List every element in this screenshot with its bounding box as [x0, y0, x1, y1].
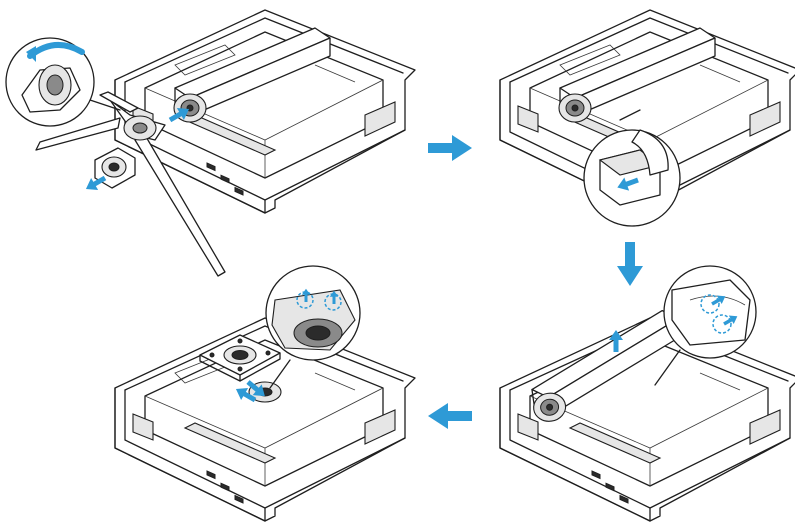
monitor-body: [114, 9, 416, 214]
release-button-zoom-callout: [583, 109, 681, 227]
flow-arrow-right-icon: [428, 135, 472, 161]
hook-zoom-callout: [654, 265, 757, 386]
stand-base: [35, 91, 226, 277]
thumbscrew-zoom-callout: [5, 37, 121, 127]
step-4-attach-vesa-adapter: [114, 265, 416, 522]
step-2-press-release-button: [499, 9, 795, 227]
flow-arrow-left-icon: [428, 403, 472, 429]
step-3-lift-stand-arm: [499, 265, 795, 522]
socket-zoom-callout: [265, 265, 361, 389]
step-1-remove-stand-base: [5, 9, 416, 277]
flow-arrow-down-icon: [617, 242, 643, 286]
